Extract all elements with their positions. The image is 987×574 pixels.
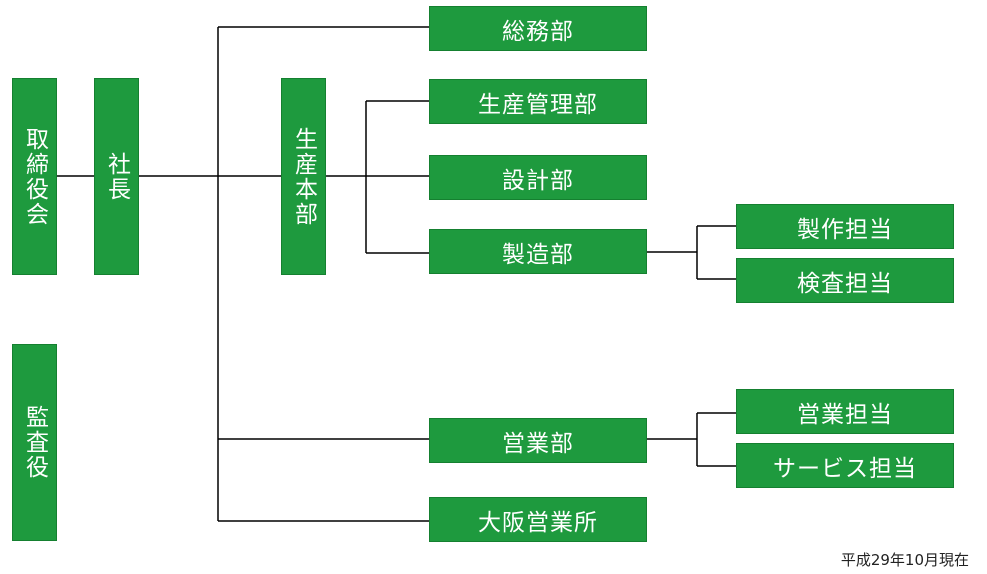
inspection-staff-box: 検査担当 — [736, 258, 954, 303]
sales-staff-box: 営業担当 — [736, 389, 954, 434]
board-box: 取締役会 — [12, 78, 57, 275]
manufacturing-box: 製造部 — [429, 229, 647, 274]
design-box: 設計部 — [429, 155, 647, 200]
osaka-sales-box: 大阪営業所 — [429, 497, 647, 542]
auditor-box: 監査役 — [12, 344, 57, 541]
production-mgmt-box: 生産管理部 — [429, 79, 647, 124]
sales-box: 営業部 — [429, 418, 647, 463]
service-staff-box: サービス担当 — [736, 443, 954, 488]
president-box: 社長 — [94, 78, 139, 275]
production-hq-box: 生産本部 — [281, 78, 326, 275]
production-staff-box: 製作担当 — [736, 204, 954, 249]
as-of-date: 平成29年10月現在 — [840, 551, 969, 569]
general-affairs-box: 総務部 — [429, 6, 647, 51]
